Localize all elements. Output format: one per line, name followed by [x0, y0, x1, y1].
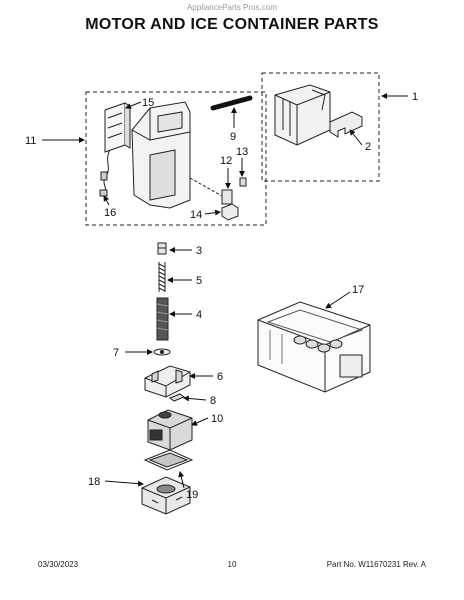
footer-page-number: 10 — [227, 560, 237, 569]
part-spring — [158, 262, 166, 292]
leader-lines — [42, 93, 408, 489]
footer-part-number: Part No. W11670231 Rev. A — [326, 560, 426, 569]
callout-14: 14 — [190, 209, 202, 221]
page-title: MOTOR AND ICE CONTAINER PARTS — [85, 16, 379, 33]
group-box-right — [261, 72, 380, 182]
part-ice-bucket-bracket — [274, 84, 331, 146]
watermark: ApplianceParts Pros.com — [187, 3, 277, 12]
part-auger-shaft — [156, 297, 169, 341]
part-insert — [168, 393, 186, 402]
part-nut — [157, 242, 167, 255]
callout-19: 19 — [186, 489, 198, 501]
callout-10: 10 — [211, 413, 223, 425]
part-motor-mount — [141, 476, 191, 515]
part-gasket — [143, 449, 194, 471]
callout-13: 13 — [236, 146, 248, 158]
callout-4: 4 — [196, 309, 202, 321]
part-cover-plate — [104, 102, 131, 153]
callout-17: 17 — [352, 284, 364, 296]
callout-18: 18 — [88, 476, 100, 488]
part-wire-harness — [99, 149, 111, 197]
part-housing — [131, 101, 191, 209]
part-cam — [221, 203, 239, 221]
callout-9: 9 — [230, 131, 236, 143]
part-motor-cover — [144, 365, 191, 398]
part-motor — [147, 409, 193, 451]
callout-3: 3 — [196, 245, 202, 257]
part-screw — [239, 177, 247, 187]
footer-date: 03/30/2023 — [38, 560, 79, 569]
callout-7: 7 — [113, 347, 119, 359]
callout-5: 5 — [196, 275, 202, 287]
callout-11: 11 — [25, 135, 36, 147]
callout-16: 16 — [104, 207, 116, 219]
part-switch — [189, 177, 233, 205]
callout-8: 8 — [210, 395, 216, 407]
callout-6: 6 — [217, 371, 223, 383]
callout-1: 1 — [412, 91, 418, 103]
part-washer — [153, 348, 171, 356]
part-gasket-strip — [210, 95, 253, 111]
callout-2: 2 — [365, 141, 371, 153]
group-box-left — [85, 91, 267, 226]
callout-12: 12 — [220, 155, 232, 167]
part-ice-maker — [257, 301, 371, 393]
part-clip — [329, 111, 363, 138]
callout-15: 15 — [142, 97, 154, 109]
